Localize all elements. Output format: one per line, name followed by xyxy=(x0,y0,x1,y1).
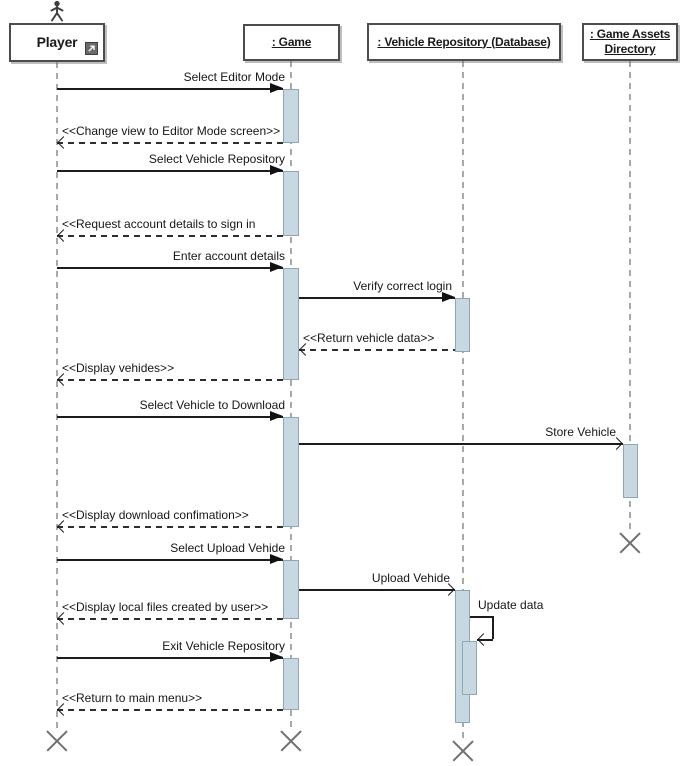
activation-bar-game xyxy=(283,171,299,236)
message-line xyxy=(57,416,283,418)
message-label: <<Return vehicle data>> xyxy=(303,331,435,345)
message-label: Select Upload Vehide xyxy=(170,541,285,555)
arrowhead-filled-icon xyxy=(442,292,455,302)
message-label: Upload Vehide xyxy=(371,571,450,585)
arrowhead-open-icon xyxy=(57,136,70,149)
arrowhead-filled-icon xyxy=(270,554,283,564)
self-message-line xyxy=(470,616,493,618)
message-line xyxy=(57,709,283,711)
message-label: <<Return to main menu>> xyxy=(62,691,203,705)
self-message-line xyxy=(477,639,493,641)
arrowhead-open-icon xyxy=(442,583,455,596)
message-label: <<Display download confimation>> xyxy=(62,508,249,522)
arrowhead-open-icon xyxy=(610,437,623,450)
arrowhead-open-icon xyxy=(477,633,490,646)
message-line xyxy=(57,657,283,659)
participant-label: : Game Assets Directory xyxy=(589,27,671,56)
message-line xyxy=(57,235,283,237)
participant-box-game: : Game xyxy=(243,24,340,61)
actor-icon xyxy=(47,0,67,22)
message-label: Enter account details xyxy=(172,249,285,263)
message-line xyxy=(299,349,455,351)
lifeline-game-assets-directory xyxy=(629,61,631,530)
arrowhead-filled-icon xyxy=(270,262,283,272)
message-label: Exit Vehicle Repository xyxy=(162,639,285,653)
message-line xyxy=(299,589,455,591)
participant-label: : Game xyxy=(271,35,312,49)
participant-label: : Vehicle Repository (Database) xyxy=(377,34,551,49)
destroy-x-player xyxy=(44,728,70,754)
lifeline-player xyxy=(56,62,58,728)
message-label: Select Vehicle Repository xyxy=(148,152,285,166)
message-label: <<Display vehides>> xyxy=(62,361,175,375)
lifeline-vehicle-repository xyxy=(462,61,464,738)
message-label: Select Editor Mode xyxy=(183,70,285,84)
message-line xyxy=(57,88,283,90)
lifeline-game xyxy=(290,61,292,728)
activation-bar-game-assets-directory xyxy=(623,444,638,498)
participant-box-game-assets-directory: : Game Assets Directory xyxy=(582,23,678,61)
arrowhead-filled-icon xyxy=(270,652,283,662)
arrowhead-open-icon xyxy=(57,612,70,625)
message-line xyxy=(57,170,283,172)
message-label: <<Display local files created by user>> xyxy=(62,600,269,614)
message-line xyxy=(299,443,623,445)
message-label: <<Change view to Editor Mode screen>> xyxy=(62,124,281,138)
arrowhead-filled-icon xyxy=(270,165,283,175)
message-line xyxy=(57,526,283,528)
participant-label: Player xyxy=(36,33,78,50)
arrowhead-open-icon xyxy=(57,520,70,533)
message-line xyxy=(57,142,283,144)
activation-bar-game xyxy=(283,417,299,527)
arrowhead-open-icon xyxy=(57,373,70,386)
message-line xyxy=(299,297,455,299)
destroy-x-game-assets-directory xyxy=(617,530,643,556)
arrowhead-filled-icon xyxy=(270,411,283,421)
activation-bar-game xyxy=(283,560,299,619)
message-label: Update data xyxy=(478,598,544,612)
message-line xyxy=(57,618,283,620)
message-label: <<Request account details to sign in xyxy=(62,217,256,231)
activation-bar-game xyxy=(283,658,299,710)
participant-box-player: Player xyxy=(9,23,105,62)
message-line xyxy=(57,379,283,381)
participant-box-vehicle-repository: : Vehicle Repository (Database) xyxy=(367,23,561,61)
arrowhead-open-icon xyxy=(57,229,70,242)
destroy-x-game xyxy=(278,728,304,754)
destroy-x-vehicle-repository xyxy=(450,738,476,764)
external-arrow-icon xyxy=(85,42,98,55)
message-line xyxy=(57,559,283,561)
message-line xyxy=(57,267,283,269)
activation-bar-vehicle-repository xyxy=(455,298,470,352)
message-label: Select Vehicle to Download xyxy=(139,398,285,412)
arrowhead-filled-icon xyxy=(270,83,283,93)
message-label: Verify correct login xyxy=(353,279,452,293)
message-label: Store Vehicle xyxy=(545,425,616,439)
activation-bar-game xyxy=(283,89,299,143)
activation-bar-vehicle-repository xyxy=(462,641,477,695)
activation-bar-game xyxy=(283,268,299,380)
arrowhead-open-icon xyxy=(299,343,312,356)
self-message-line xyxy=(492,616,494,639)
arrowhead-open-icon xyxy=(57,703,70,716)
